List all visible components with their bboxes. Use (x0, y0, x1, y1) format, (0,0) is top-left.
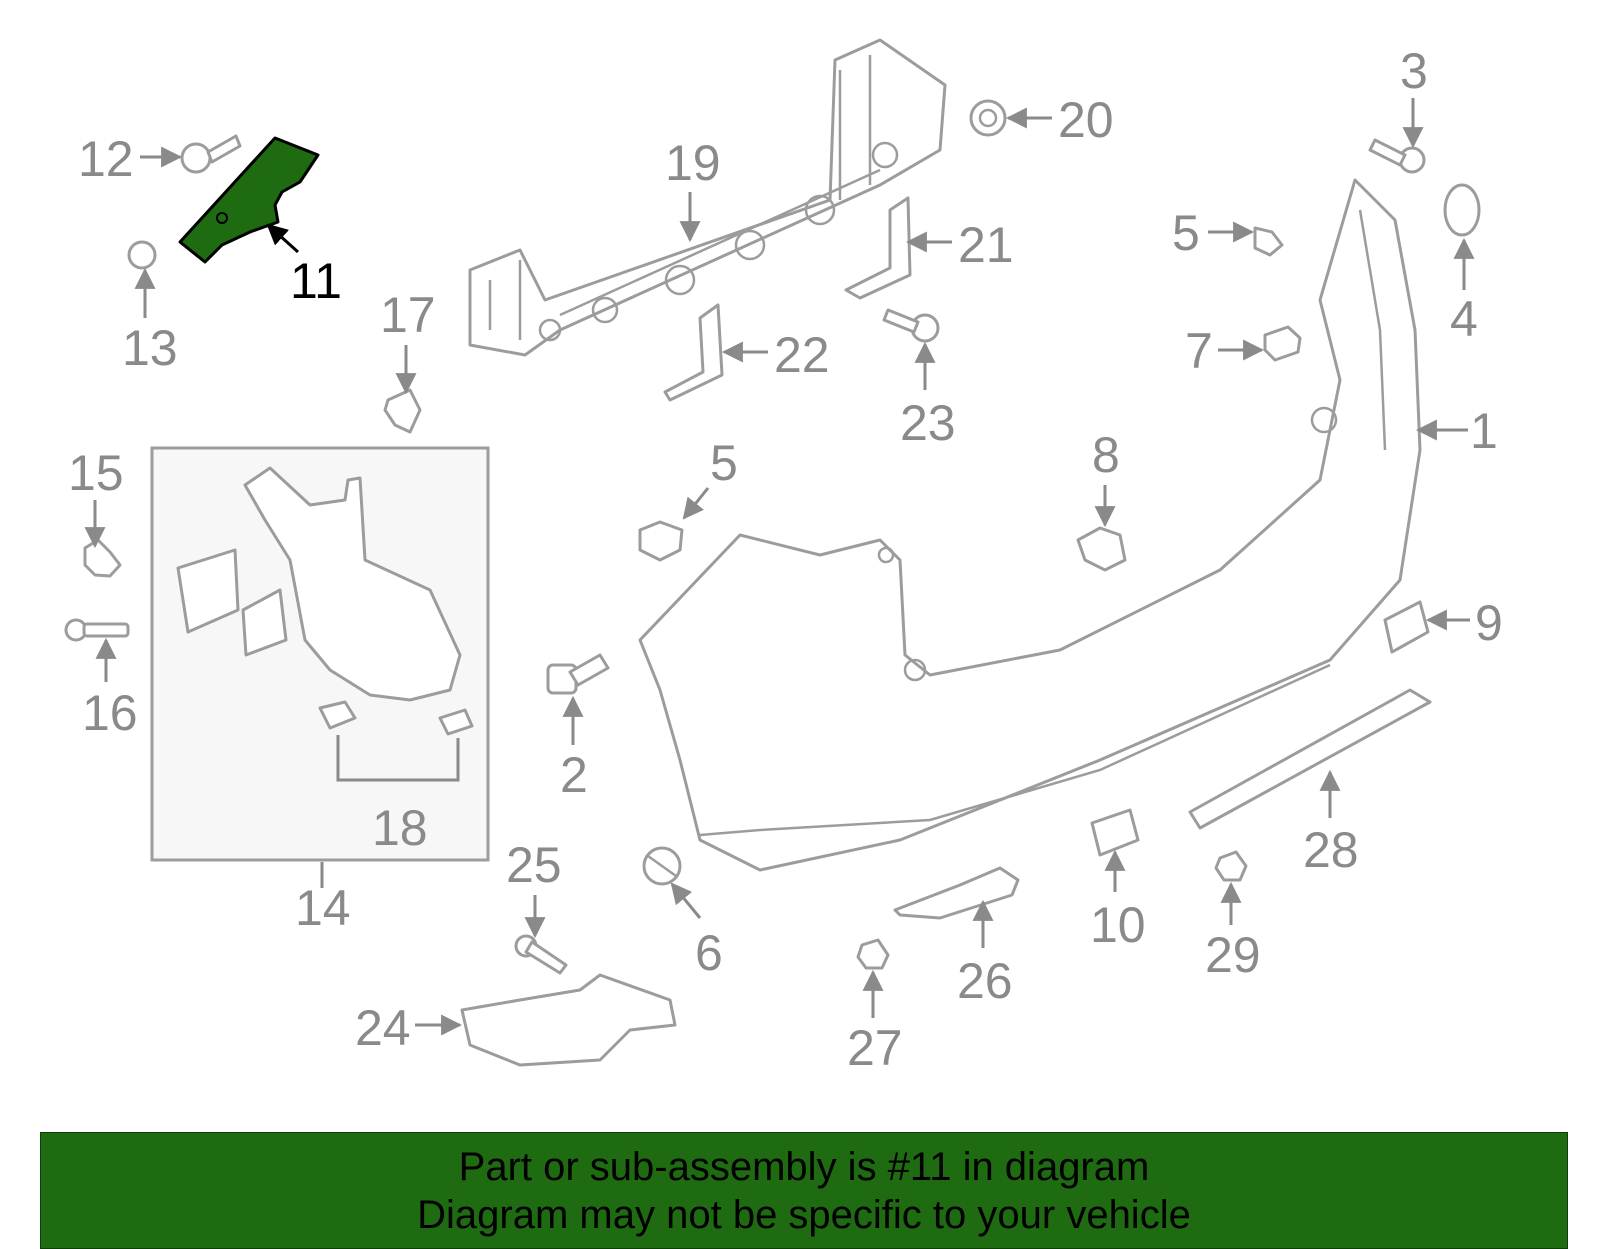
bracket-21 (844, 196, 912, 300)
nut-12 (180, 134, 242, 174)
callout-10: 10 (1090, 897, 1146, 953)
highlighted-part-11 (178, 136, 320, 264)
callout-15: 15 (68, 445, 124, 501)
bolt-25 (514, 934, 568, 975)
callout-1: 1 (1470, 403, 1498, 459)
bracket-22 (663, 303, 724, 402)
callout-9: 9 (1475, 595, 1503, 651)
callout-21: 21 (958, 217, 1014, 273)
callout-4: 4 (1450, 291, 1478, 347)
callout-29: 29 (1205, 927, 1261, 983)
callout-16: 16 (82, 685, 138, 741)
callout-17: 17 (380, 287, 436, 343)
parts-diagram: 1 2 3 4 5 5 6 7 8 9 10 11 12 13 14 15 16… (64, 38, 1503, 1076)
bracket-24 (460, 973, 677, 1067)
callout-28: 28 (1303, 822, 1359, 878)
leader-lines (84, 98, 1475, 1036)
callout-22: 22 (774, 327, 830, 383)
assembly-box-14 (150, 446, 490, 862)
clip-5-upper (1253, 226, 1284, 257)
callout-7: 7 (1185, 323, 1213, 379)
nut-20 (969, 99, 1007, 137)
bolt-23 (882, 308, 940, 343)
banner-line-2: Diagram may not be specific to your vehi… (417, 1193, 1191, 1237)
callout-27: 27 (847, 1020, 903, 1076)
callout-20: 20 (1058, 92, 1114, 148)
clip-15 (83, 538, 122, 578)
nut-13 (127, 240, 157, 270)
callout-25: 25 (506, 837, 562, 893)
clip-29 (1214, 850, 1248, 882)
clip-27 (856, 938, 890, 970)
callout-14: 14 (295, 880, 351, 936)
callout-23: 23 (900, 395, 956, 451)
bolt-3 (1368, 138, 1426, 174)
bracket-26 (893, 866, 1020, 920)
callout-5-upper: 5 (1172, 205, 1200, 261)
callout-19: 19 (665, 135, 721, 191)
bolt-2 (546, 653, 610, 695)
bumper-cover (638, 178, 1422, 872)
reflector-9 (1383, 600, 1430, 654)
callout-5-lower: 5 (710, 435, 738, 491)
callout-12: 12 (78, 131, 134, 187)
callout-2: 2 (560, 747, 588, 803)
hardware-parts (64, 99, 1481, 1067)
bracket-8 (1076, 526, 1127, 572)
cap-4 (1443, 183, 1481, 237)
clip-17 (383, 388, 422, 434)
bolt-16 (64, 618, 130, 642)
callout-24: 24 (355, 1000, 411, 1056)
pad-7 (1263, 325, 1302, 362)
molding-28 (1188, 688, 1432, 830)
callout-6: 6 (695, 925, 723, 981)
reinforcement-beam (468, 38, 947, 357)
clip-5-lower (638, 520, 684, 562)
callout-11: 11 (290, 253, 342, 309)
info-banner: Part or sub-assembly is #11 in diagram D… (40, 1132, 1568, 1249)
reflector-10 (1090, 808, 1140, 857)
callout-labels: 1 2 3 4 5 5 6 7 8 9 10 11 12 13 14 15 16… (68, 43, 1503, 1076)
banner-line-1: Part or sub-assembly is #11 in diagram (458, 1145, 1150, 1189)
callout-8: 8 (1092, 427, 1120, 483)
sensor-6 (642, 846, 682, 886)
callout-18: 18 (372, 800, 428, 856)
callout-26: 26 (957, 953, 1013, 1009)
callout-13: 13 (122, 320, 178, 376)
callout-3: 3 (1400, 43, 1428, 99)
